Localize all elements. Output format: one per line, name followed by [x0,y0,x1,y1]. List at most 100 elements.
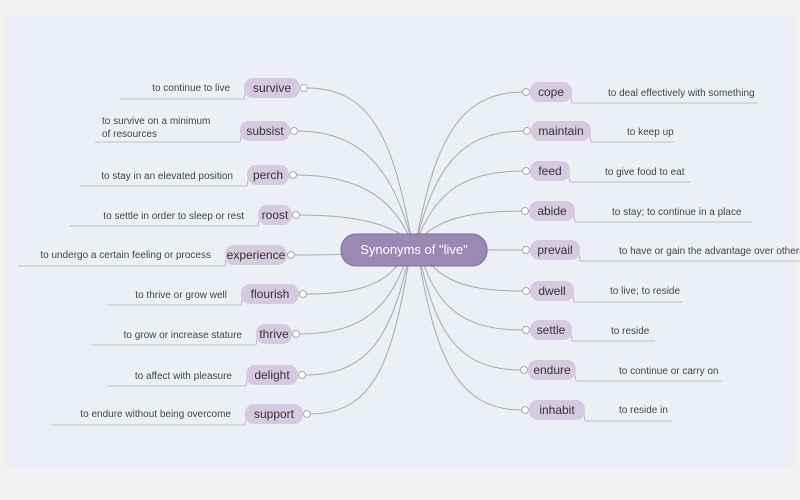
collapse-toggle[interactable] [522,287,530,295]
collapse-toggle[interactable] [289,171,297,179]
definition-text: to endure without being overcome [80,409,231,420]
definition-text: to settle in order to sleep or rest [103,211,244,222]
connector-line [296,130,413,243]
connector-line [415,170,524,243]
synonym-node-roost[interactable]: roost [258,205,300,225]
collapse-toggle[interactable] [521,207,529,215]
synonym-node-box[interactable] [245,404,303,424]
definition-text: to have or gain the advantage over other… [619,246,800,257]
collapse-toggle[interactable] [522,246,530,254]
connector-line [304,241,413,376]
synonym-node-box[interactable] [530,161,570,181]
synonym-node-settle[interactable]: settle [522,320,573,340]
connector-line [415,91,524,243]
definition-text: to stay; to continue in a place [612,207,742,218]
synonym-word: dwell [538,284,565,298]
collapse-toggle[interactable] [523,127,531,135]
synonym-word: maintain [538,124,583,138]
collapse-toggle[interactable] [287,251,295,259]
collapse-toggle[interactable] [290,127,298,135]
synonym-node-box[interactable] [256,324,292,344]
synonym-word: thrive [259,327,289,341]
synonym-node-box[interactable] [530,82,572,102]
synonym-word: cope [538,85,564,99]
synonym-node-dwell[interactable]: dwell [522,281,575,301]
synonym-node-endure[interactable]: endure [520,360,577,380]
node-layer: survive to continue to live subsist to surv… [18,78,800,426]
central-topic-box[interactable] [340,233,488,267]
synonym-node-box[interactable] [258,205,292,225]
definition-text: to live; to reside [610,286,680,297]
connector-line [309,241,413,415]
synonym-word: endure [533,363,571,377]
synonym-node-thrive[interactable]: thrive [256,324,300,344]
connector-line [415,241,522,371]
synonym-node-box[interactable] [247,165,289,185]
connector-line [306,87,413,243]
synonym-node-box[interactable] [225,245,287,265]
synonym-node-feed[interactable]: feed [522,161,571,181]
central-topic-label: Synonyms of "live" [360,242,468,257]
synonym-word: delight [254,368,290,382]
connector-line [295,174,413,243]
synonym-node-maintain[interactable]: maintain [523,121,592,141]
connector-layer [293,87,525,415]
synonym-node-survive[interactable]: survive [244,78,308,98]
synonym-node-inhabit[interactable]: inhabit [521,400,586,420]
collapse-toggle[interactable] [292,211,300,219]
collapse-toggle[interactable] [522,88,530,96]
synonym-word: subsist [246,124,284,138]
definition-text: of resources [102,129,157,140]
synonym-node-box[interactable] [531,121,591,141]
definition-text: to reside in [619,405,668,416]
collapse-toggle[interactable] [522,326,530,334]
synonym-word: roost [262,208,289,222]
definition-text: to continue or carry on [619,366,719,377]
synonym-word: prevail [537,243,572,257]
synonym-node-abide[interactable]: abide [521,201,576,221]
definition-text: to continue to live [152,83,230,94]
synonym-node-box[interactable] [528,360,576,380]
collapse-toggle[interactable] [300,84,308,92]
synonym-node-experience[interactable]: experience [225,245,295,265]
synonym-node-box[interactable] [530,281,574,301]
collapse-toggle[interactable] [298,371,306,379]
definition-text: to undergo a certain feeling or process [40,250,211,261]
synonym-word: abide [537,204,567,218]
collapse-toggle[interactable] [292,330,300,338]
synonym-node-cope[interactable]: cope [522,82,573,102]
synonym-node-box[interactable] [530,240,580,260]
collapse-toggle[interactable] [299,290,307,298]
definition-text: to grow or increase stature [124,330,243,341]
synonym-node-subsist[interactable]: subsist [240,121,298,141]
synonym-node-box[interactable] [241,284,299,304]
synonym-node-box[interactable] [246,365,298,385]
collapse-toggle[interactable] [520,366,528,374]
synonym-node-box[interactable] [529,201,575,221]
connector-line [415,241,523,411]
synonym-node-box[interactable] [244,78,300,98]
definition-text: to survive on a minimum [102,116,210,127]
synonym-node-box[interactable] [530,320,572,340]
collapse-toggle[interactable] [522,167,530,175]
definition-text: to give food to eat [605,167,685,178]
synonym-word: support [254,407,295,421]
synonym-node-perch[interactable]: perch [247,165,297,185]
synonym-node-support[interactable]: support [245,404,311,424]
definition-text: to deal effectively with something [608,88,755,99]
synonym-node-box[interactable] [240,121,290,141]
definition-text: to stay in an elevated position [101,171,233,182]
synonym-node-flourish[interactable]: flourish [241,284,307,304]
collapse-toggle[interactable] [521,406,529,414]
synonym-word: inhabit [539,403,575,417]
definition-text: to reside [611,326,650,337]
synonym-word: flourish [251,287,290,301]
central-topic[interactable]: Synonyms of "live" [340,233,488,267]
collapse-toggle[interactable] [303,410,311,418]
synonym-node-delight[interactable]: delight [246,365,306,385]
definition-text: to keep up [627,127,674,138]
synonym-node-prevail[interactable]: prevail [522,240,581,260]
synonym-word: settle [537,323,566,337]
synonym-node-box[interactable] [529,400,585,420]
